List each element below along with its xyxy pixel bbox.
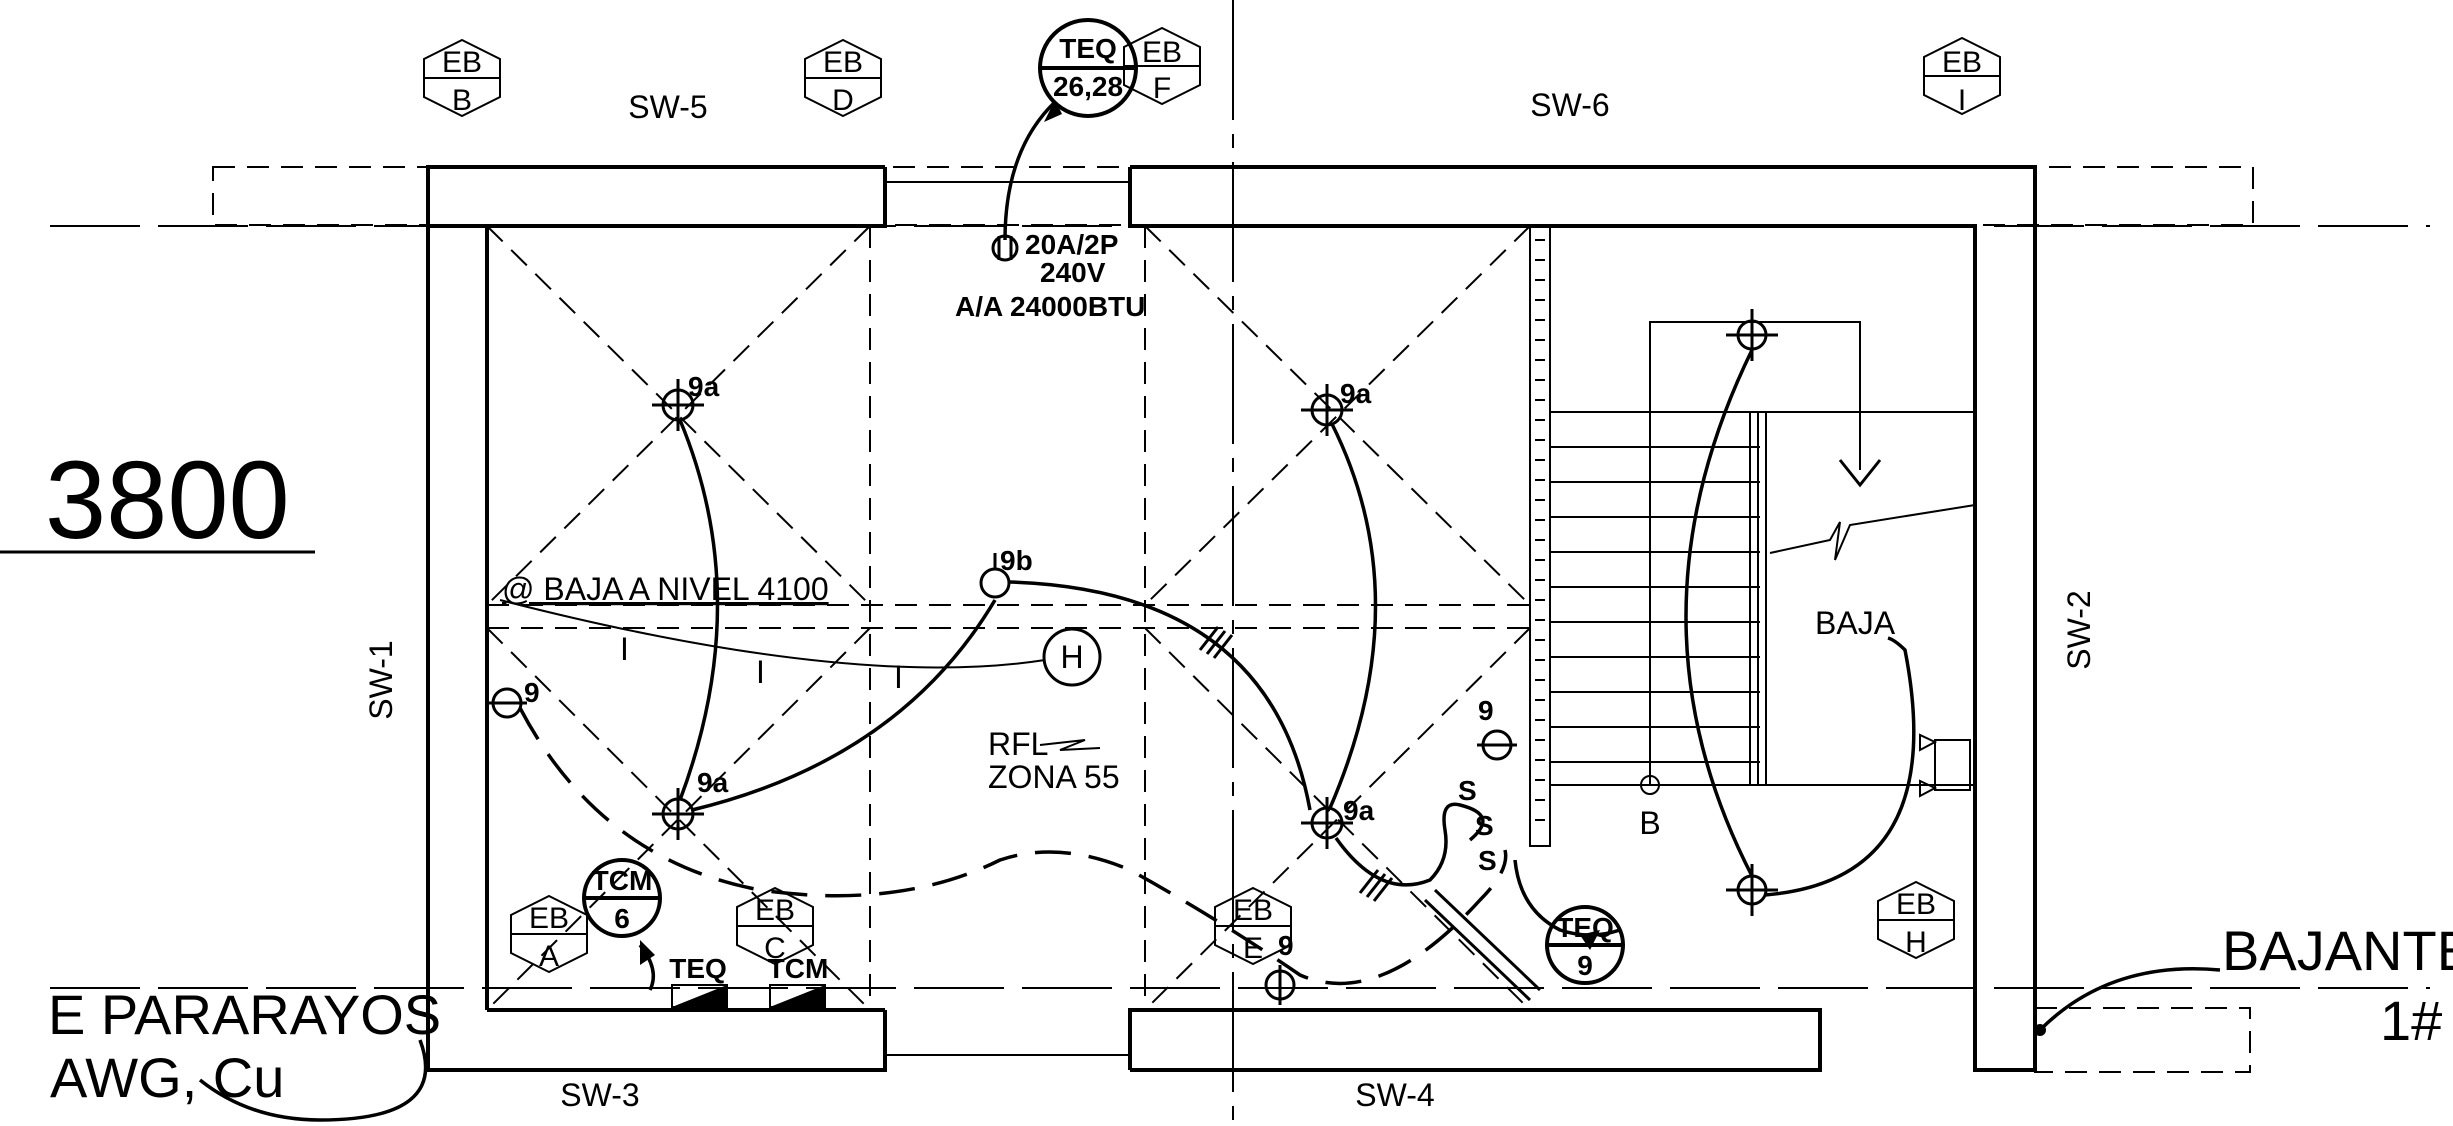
eb-tag-h: EB H	[1877, 880, 1955, 960]
svg-text:EB: EB	[1896, 888, 1936, 921]
svg-text:H: H	[1905, 926, 1927, 959]
svg-text:9: 9	[524, 677, 540, 708]
svg-text:240V: 240V	[1040, 257, 1106, 288]
svg-text:EB: EB	[442, 46, 482, 79]
svg-text:TCM: TCM	[768, 953, 829, 984]
heater-h: H	[1042, 627, 1102, 687]
svg-text:9a: 9a	[1343, 795, 1375, 826]
home-run-tcm-arrow	[640, 940, 655, 965]
sw-2-label: SW-2	[2061, 590, 2097, 669]
eb-tag-c: EB C	[736, 886, 814, 966]
eb-tag-i: EB I	[1923, 36, 2001, 117]
svg-text:F: F	[1153, 72, 1171, 105]
note-wire-i-2: I	[756, 654, 765, 690]
svg-text:TEQ: TEQ	[669, 953, 727, 984]
beam-bottom-right	[2034, 1007, 2251, 1073]
svg-text:B: B	[452, 84, 472, 117]
svg-text:9: 9	[1278, 930, 1294, 961]
panel-teq-top: TEQ 26,28	[1038, 18, 1138, 118]
note-wire-i-3: I	[894, 659, 903, 695]
note-b: B	[1639, 805, 1660, 841]
note-rfl: RFL	[988, 726, 1048, 762]
luminaire-9a-1: 9a	[652, 371, 720, 431]
svg-text:9: 9	[1478, 695, 1494, 726]
note-wire-i-1: I	[620, 631, 629, 667]
outlet-9-bottom: 9	[1264, 930, 1296, 1005]
eb-tag-f: EB F	[1123, 26, 1201, 106]
lightning-left-conductor	[198, 1039, 428, 1122]
svg-text:EB: EB	[823, 46, 863, 79]
luminaire-9a-4: 9a	[1301, 795, 1375, 849]
svg-text:EB: EB	[1233, 894, 1273, 927]
svg-text:6: 6	[614, 903, 630, 934]
svg-text:EB: EB	[1142, 36, 1182, 69]
note-baja: BAJA	[1815, 605, 1896, 641]
eb-tag-b: EB B	[423, 38, 501, 118]
sw-1-label: SW-1	[363, 640, 399, 719]
outlet-9-right: 9	[1477, 695, 1517, 761]
svg-text:C: C	[764, 932, 786, 965]
svg-text:9: 9	[1577, 950, 1593, 981]
note-baja-nivel: @ BAJA A NIVEL 4100	[502, 571, 829, 607]
svg-text:TCM: TCM	[592, 865, 653, 896]
eb-tag-d: EB D	[804, 38, 882, 118]
panel-teq-right: TEQ 9	[1545, 905, 1625, 985]
lightning-left-line2: AWG, Cu	[50, 1046, 284, 1109]
sw-3-label: SW-3	[560, 1077, 639, 1113]
svg-text:EB: EB	[529, 902, 569, 935]
eb-tag-a: EB A	[510, 894, 588, 974]
svg-text:I: I	[1958, 84, 1966, 117]
svg-text:TEQ: TEQ	[1059, 33, 1117, 64]
svg-text:D: D	[832, 84, 854, 117]
svg-text:A: A	[539, 940, 559, 973]
lightning-right-point	[2034, 1024, 2046, 1036]
door-swing-2	[1433, 888, 1542, 992]
outlet-9-left: 9	[487, 677, 540, 719]
dashed-circuit	[518, 707, 1508, 986]
lightning-left-line1: E PARARAYOS	[48, 983, 441, 1046]
svg-text:EB: EB	[755, 894, 795, 927]
note-rfl-leader	[1039, 739, 1101, 751]
svg-text:26,28: 26,28	[1053, 71, 1123, 102]
dimension-label: 3800	[45, 439, 290, 562]
svg-text:20A/2P: 20A/2P	[1025, 229, 1118, 260]
luminaire-9a-3: 9a	[652, 767, 729, 840]
door-swing	[1423, 898, 1532, 1002]
walls	[426, 165, 2037, 1072]
note-zona: ZONA 55	[988, 759, 1120, 795]
switch-s2: S	[1475, 810, 1494, 841]
switch-s1: S	[1458, 775, 1477, 806]
lightning-right-line1: BAJANTE	[2222, 919, 2453, 982]
lightning-right-line2: 1#	[2380, 989, 2442, 1052]
svg-text:TEQ: TEQ	[1556, 912, 1614, 943]
sw-4-label: SW-4	[1355, 1077, 1434, 1113]
b-marker	[1640, 775, 1660, 795]
sw-5-label: SW-5	[628, 89, 707, 125]
svg-text:A/A 24000BTU: A/A 24000BTU	[955, 291, 1145, 322]
stair-luminaire-bottom	[1726, 864, 1778, 916]
luminaire-9a-2: 9a	[1301, 378, 1372, 436]
panel-tcm: TCM 6	[582, 858, 662, 938]
eb-tag-e: EB E	[1214, 886, 1292, 966]
sw-6-label: SW-6	[1530, 87, 1609, 123]
svg-text:9b: 9b	[1000, 545, 1033, 576]
floor-panel-tcm: TCM	[768, 953, 829, 1008]
svg-text:9a: 9a	[688, 371, 720, 402]
svg-text:9a: 9a	[697, 767, 729, 798]
home-run-teq-top	[1003, 100, 1057, 241]
wiring	[499, 349, 1916, 950]
svg-text:9a: 9a	[1340, 378, 1372, 409]
svg-text:EB: EB	[1942, 46, 1982, 79]
ac-outlet: 20A/2P 240V A/A 24000BTU	[955, 229, 1145, 322]
lightning-right-conductor	[2038, 967, 2221, 1032]
svg-text:H: H	[1060, 639, 1083, 675]
luminaire-9b: 9b	[979, 545, 1033, 599]
switch-s3: S	[1478, 845, 1497, 876]
floor-panel-teq: TEQ	[669, 953, 728, 1008]
home-run-arrow	[1044, 100, 1062, 122]
